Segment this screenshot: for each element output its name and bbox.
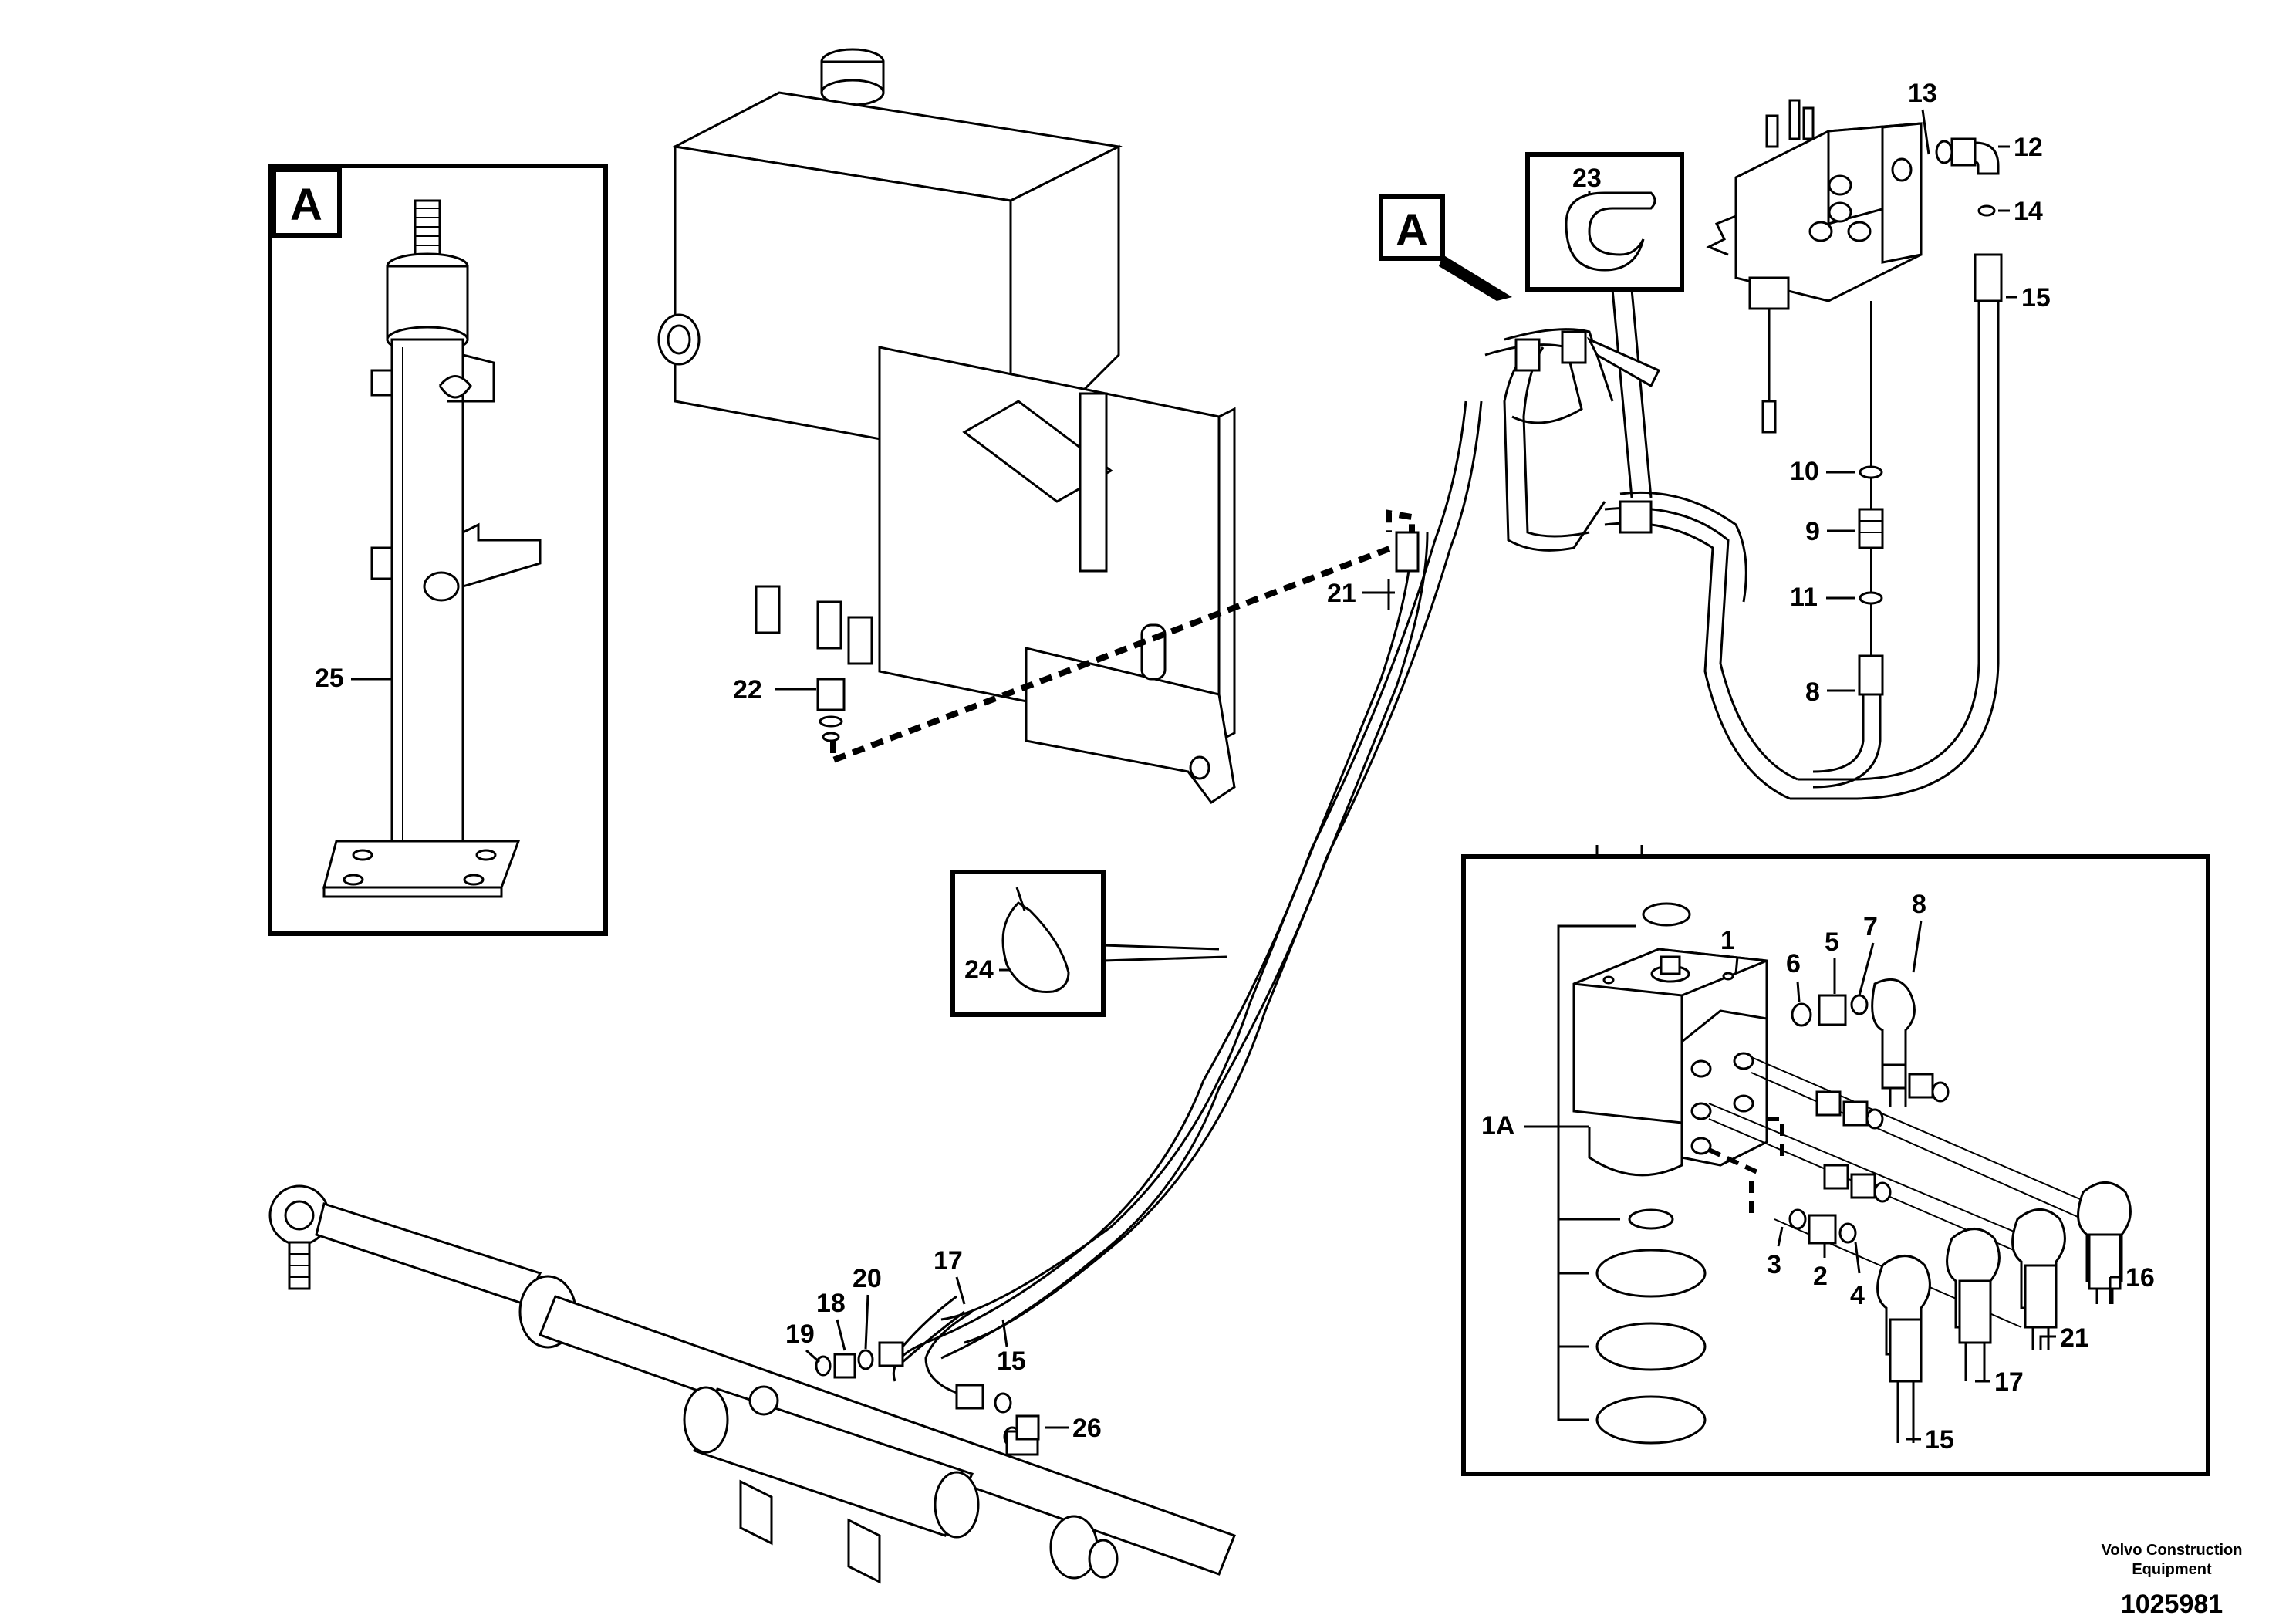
svg-text:1A: 1A (1481, 1111, 1514, 1140)
svg-text:5: 5 (1825, 928, 1839, 957)
svg-text:A: A (1396, 205, 1428, 255)
svg-text:20: 20 (853, 1264, 882, 1293)
company-line-2: Equipment (2132, 1561, 2212, 1578)
oring-14 (1977, 204, 1996, 217)
callout-13: 13 (1908, 79, 1937, 155)
cylinder-fittings (815, 1295, 1040, 1456)
detail-a-frame: A (268, 164, 608, 936)
svg-text:8: 8 (1912, 890, 1926, 919)
callout-3: 3 (1767, 1226, 1784, 1279)
svg-text:10: 10 (1790, 457, 1819, 486)
svg-text:8: 8 (1805, 678, 1820, 707)
svg-text:13: 13 (1908, 79, 1937, 108)
svg-text:12: 12 (2014, 133, 2043, 162)
mid-fittings (1788, 1063, 1950, 1245)
callout-8: 8 (1805, 678, 1855, 707)
svg-text:11: 11 (1790, 583, 1818, 612)
svg-text:21: 21 (2060, 1323, 2089, 1353)
control-valve (1706, 99, 1923, 434)
nut-8 (1858, 654, 1884, 696)
oring-13 (1935, 140, 1953, 164)
callout-6: 6 (1786, 949, 1801, 1002)
callout-25: 25 (315, 664, 392, 693)
callout-26: 26 (1045, 1414, 1102, 1443)
return-line-dashed (830, 509, 1415, 765)
svg-text:15: 15 (2021, 283, 2051, 313)
svg-text:1: 1 (1720, 926, 1735, 955)
steering-unit (1557, 902, 1768, 1445)
track-rod (268, 1184, 1236, 1576)
cable-tie-24-box: 24 (950, 870, 1227, 1017)
svg-text:17: 17 (934, 1246, 963, 1276)
callout-10: 10 (1790, 457, 1855, 486)
svg-text:3: 3 (1767, 1250, 1781, 1279)
callout-21-mid: 21 (1327, 579, 1395, 608)
svg-text:22: 22 (733, 675, 762, 705)
svg-text:26: 26 (1072, 1414, 1102, 1443)
oring-10 (1859, 465, 1883, 479)
callout-16: 16 (2109, 1263, 2155, 1304)
elbow-12 (1950, 137, 2000, 175)
callout-15-mid: 15 (997, 1319, 1026, 1376)
callout-15-top: 15 (2006, 283, 2051, 313)
svg-text:19: 19 (785, 1320, 815, 1349)
callout-12: 12 (1998, 133, 2043, 162)
svg-text:9: 9 (1805, 517, 1820, 546)
detail-a-letter: A (290, 180, 322, 230)
svg-text:24: 24 (964, 955, 994, 985)
steering-column (322, 199, 542, 898)
svg-text:7: 7 (1863, 912, 1878, 941)
steering-cylinder (683, 1385, 1119, 1584)
callout-15-detail: 15 (1906, 1425, 1954, 1455)
hydraulic-tank (657, 48, 1236, 805)
svg-text:14: 14 (2014, 197, 2043, 226)
view-a-pointer: A (1379, 194, 1512, 301)
svg-text:17: 17 (1994, 1367, 2024, 1397)
svg-text:18: 18 (816, 1289, 846, 1318)
callout-11: 11 (1790, 583, 1855, 612)
svg-text:15: 15 (1925, 1425, 1954, 1455)
svg-text:4: 4 (1850, 1281, 1865, 1310)
footer: Volvo Construction Equipment 1025981 (2102, 1542, 2243, 1619)
callout-1A: 1A (1481, 1111, 1558, 1140)
hose-ends (1876, 1181, 2132, 1443)
callout-17-detail: 17 (1975, 1367, 2024, 1397)
svg-text:2: 2 (1813, 1262, 1828, 1291)
clamp-23-box: 23 (1525, 152, 1684, 498)
callout-18: 18 (816, 1289, 846, 1351)
fitting-22 (816, 678, 846, 742)
svg-text:21: 21 (1327, 579, 1356, 608)
adapter-9 (1858, 508, 1884, 549)
svg-text:16: 16 (2125, 1263, 2155, 1293)
callout-14: 14 (1998, 197, 2043, 226)
company-line-1: Volvo Construction (2102, 1542, 2243, 1559)
callout-5: 5 (1825, 928, 1839, 994)
callout-22: 22 (733, 675, 816, 705)
callout-8-detail: 8 (1912, 890, 1926, 973)
callout-4: 4 (1850, 1242, 1865, 1310)
callout-9: 9 (1805, 517, 1855, 546)
callout-19: 19 (785, 1320, 820, 1363)
hose-15-upper (1790, 253, 2003, 800)
svg-text:15: 15 (997, 1347, 1026, 1376)
hose-bundle (893, 328, 1798, 1382)
upper-fittings (1791, 978, 1916, 1107)
svg-text:23: 23 (1572, 164, 1602, 193)
document-number: 1025981 (2121, 1590, 2223, 1619)
svg-text:6: 6 (1786, 949, 1801, 978)
callout-7: 7 (1858, 912, 1878, 996)
callout-1: 1 (1720, 926, 1739, 975)
hose-from-valve (1812, 694, 1865, 773)
callout-21-detail: 21 (2039, 1323, 2089, 1353)
oring-11 (1859, 591, 1883, 605)
callout-2: 2 (1813, 1242, 1828, 1291)
svg-text:25: 25 (315, 664, 344, 693)
callout-20: 20 (853, 1264, 882, 1350)
detail-steering-unit-frame (1461, 845, 2210, 1476)
callout-17-mid: 17 (934, 1246, 966, 1305)
